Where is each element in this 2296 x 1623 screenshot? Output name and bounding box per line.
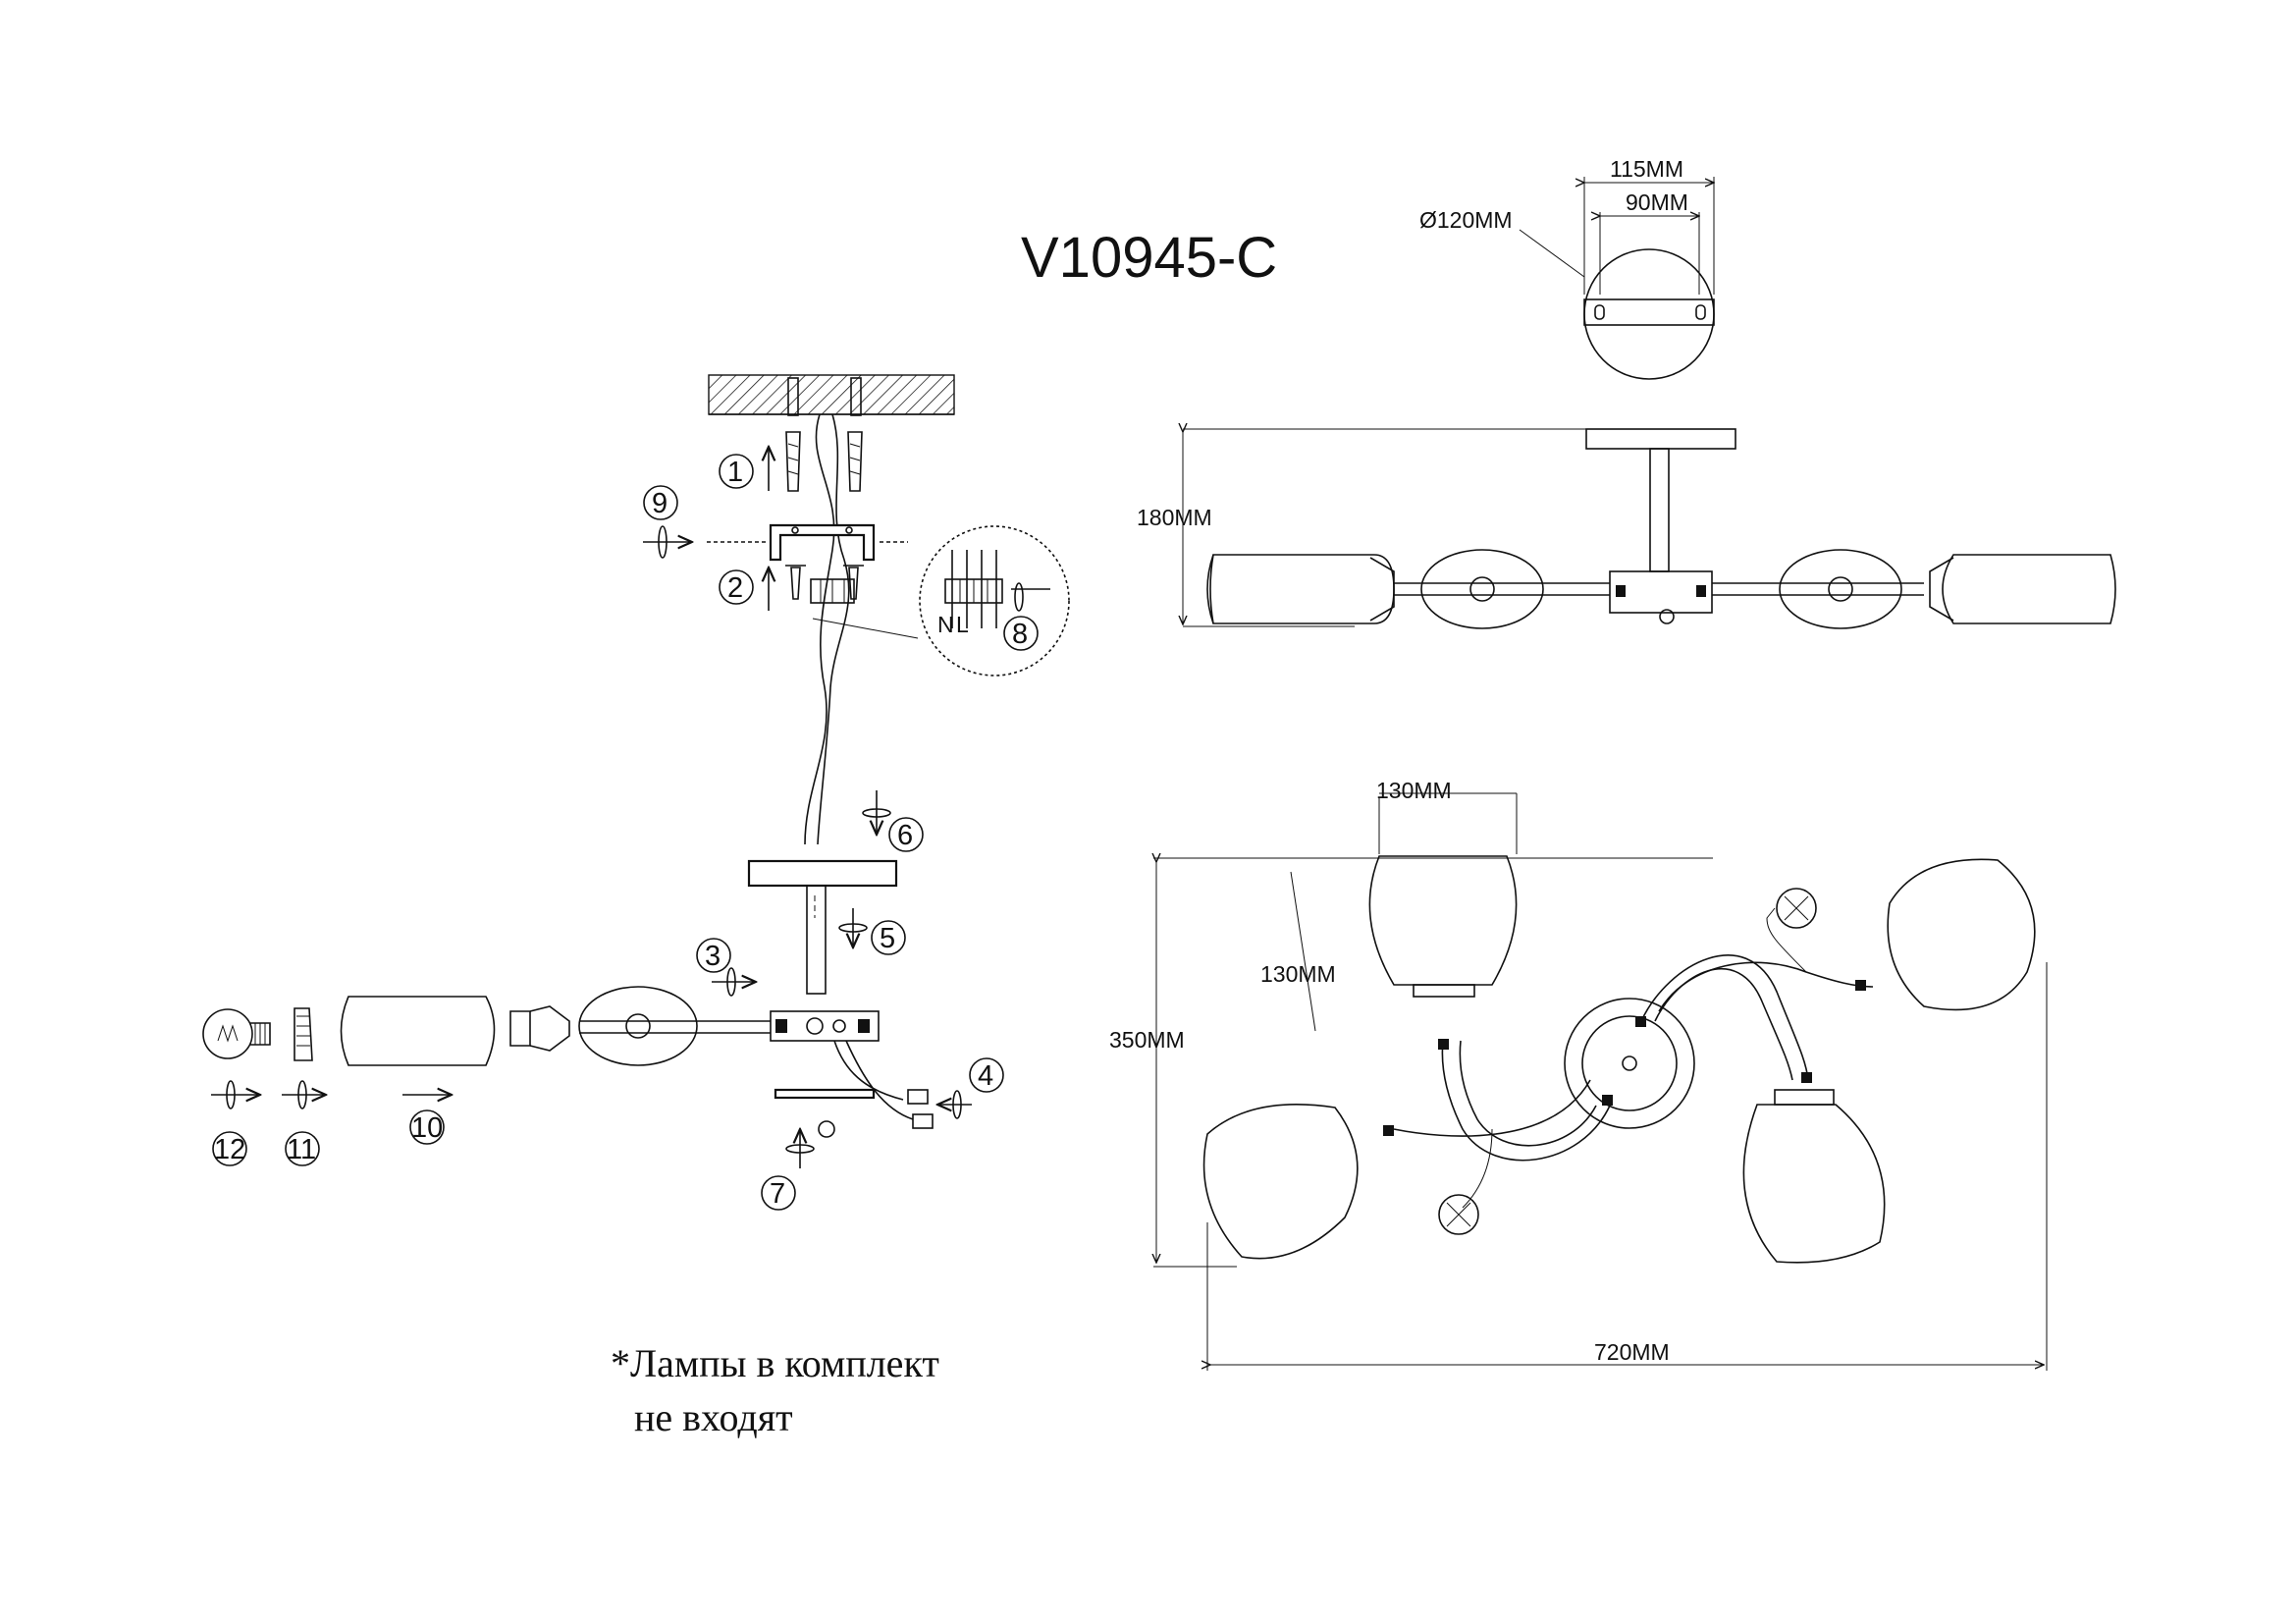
hole-spacing-label: 90MM bbox=[1626, 189, 1688, 215]
height-label: 180MM bbox=[1137, 505, 1212, 530]
glass-shade-icon bbox=[1887, 858, 2036, 1011]
glass-shade-icon bbox=[1929, 554, 2116, 624]
step-5-label: 5 bbox=[880, 923, 895, 954]
bulb-icon bbox=[202, 1008, 271, 1059]
canopy-top-view: 115MM 90MM Ø120MM bbox=[1419, 156, 1714, 380]
screw-icon bbox=[843, 565, 864, 600]
canopy-diameter-label: Ø120MM bbox=[1419, 207, 1513, 233]
glass-shade-icon bbox=[1742, 1089, 1886, 1264]
shade-width-label: 130MM bbox=[1376, 778, 1452, 803]
step-12-label: 12 bbox=[214, 1134, 245, 1165]
glass-shade-icon bbox=[578, 986, 698, 1066]
screw-icon bbox=[847, 431, 863, 492]
step-8-label: 8 bbox=[1012, 619, 1028, 650]
glass-shade-icon bbox=[1202, 1104, 1359, 1260]
step-7-label: 7 bbox=[770, 1178, 785, 1210]
live-label: L bbox=[956, 612, 969, 637]
shade-height-label: 130MM bbox=[1260, 961, 1336, 987]
glass-shade-icon bbox=[1779, 549, 1902, 629]
step-9-label: 9 bbox=[652, 488, 667, 519]
note-line-2: не входят bbox=[634, 1395, 793, 1439]
step-2-label: 2 bbox=[727, 572, 743, 604]
assembly-view: 1 2 9 bbox=[202, 374, 1070, 1211]
step-6-label: 6 bbox=[897, 820, 913, 851]
glass-shade-icon bbox=[1368, 855, 1518, 998]
step-4-label: 4 bbox=[978, 1060, 993, 1092]
plan-view: 130MM 130MM 350MM 720MM bbox=[1109, 778, 2048, 1371]
note-line-1: *Лампы в комплект bbox=[611, 1341, 939, 1385]
screw-icon bbox=[785, 431, 801, 492]
model-title: V10945-C bbox=[1021, 226, 1277, 290]
step-1-label: 1 bbox=[727, 457, 743, 488]
step-3-label: 3 bbox=[705, 941, 721, 972]
bracket-width-label: 115MM bbox=[1610, 156, 1683, 182]
step-10-label: 10 bbox=[411, 1112, 443, 1144]
glass-shade-icon bbox=[1206, 554, 1395, 624]
glass-shade-icon bbox=[340, 996, 496, 1066]
screw-icon bbox=[785, 565, 806, 600]
length-label: 720MM bbox=[1594, 1339, 1670, 1365]
side-view: 180MM bbox=[1137, 429, 2116, 629]
neutral-label: N bbox=[937, 612, 954, 637]
step-11-label: 11 bbox=[287, 1134, 316, 1165]
wiring-detail: N L 8 bbox=[919, 525, 1070, 676]
glass-shade-icon bbox=[1420, 549, 1544, 629]
depth-label: 350MM bbox=[1109, 1027, 1185, 1053]
